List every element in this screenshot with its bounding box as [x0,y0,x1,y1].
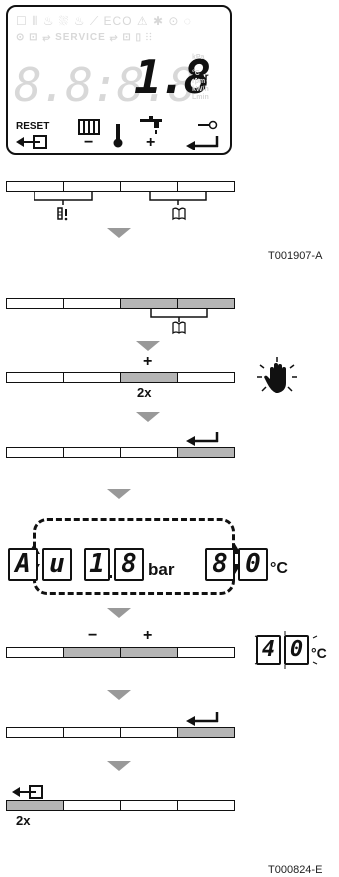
hand-press-icon [257,357,297,393]
keypad-row-7 [6,800,235,811]
reset-arrow-icon [12,785,43,799]
minus-label: − [88,627,98,644]
key-2[interactable] [63,447,121,458]
figure-code-2: T000824-E [268,864,323,876]
key-2[interactable] [63,372,121,383]
readout-digit-dec: 8 [114,548,144,581]
key-4[interactable] [177,372,235,383]
press-count: 2x [137,385,152,400]
enter-arrow-icon [186,712,219,726]
enter-arrow-icon [186,432,219,446]
plus-label: + [143,353,153,370]
key-2[interactable] [63,298,121,309]
temp-unit: °C [270,560,288,577]
adjust-temp-unit: °C [311,645,327,661]
ghost-units: kPa °C rpm kW/h Lmin [192,54,209,101]
key-3-pressed[interactable] [120,372,178,383]
reset-label: RESET [16,121,50,132]
thermometer-icon [113,124,123,148]
figure-code-1: T001907-A [268,250,323,262]
key-1[interactable] [6,298,64,309]
ghost-status-icons: ☐ ⦀ ♨ ⛆ ♨ ⟋ ECO ⚠ ✱ ⊙ ◌ [16,14,192,28]
key-3[interactable] [120,727,178,738]
key-4-pressed[interactable] [177,727,235,738]
step-arrow-7 [107,761,131,771]
display-panel [6,5,232,155]
readout-unit: bar [148,560,175,579]
key-2[interactable] [63,727,121,738]
readout-digit-int: 1 [84,548,110,581]
reset-arrow-icon [16,135,47,149]
keypad-combo-brackets [34,192,207,205]
key-1[interactable] [6,727,64,738]
ghost-status-row2: ⊙ ⊡ ⥂ SERVICE ⥂ ⊡ ▯ ⫶⫶ [16,32,153,43]
temp-digit-1: 8 [205,548,235,581]
step-arrow-2 [136,341,160,351]
radiator-icon [78,119,100,135]
keypad-row-2 [6,298,235,309]
key-3[interactable] [120,800,178,811]
plus-label: + [146,134,156,151]
keypad-row-1 [6,181,235,192]
key-1-pressed[interactable] [6,800,64,811]
step-arrow-5 [107,608,131,618]
key-4-pressed[interactable] [177,447,235,458]
key-2-pressed[interactable] [63,647,121,658]
step-arrow-1 [107,228,131,238]
pressure-value: 1.8 [134,50,211,104]
readout-char-2: u [42,548,72,581]
key-1[interactable] [6,372,64,383]
press-count: 2x [16,813,31,828]
key-3[interactable] [120,447,178,458]
key-4[interactable] [177,647,235,658]
key-1[interactable] [6,447,64,458]
adjust-temp-digit-1: 4 [256,635,281,665]
key-1[interactable] [6,647,64,658]
minus-label: − [84,134,94,151]
key-4[interactable] [177,181,235,192]
keypad-row-5 [6,647,235,658]
key-4-pressed[interactable] [177,298,235,309]
keypad-row-3 [6,372,235,383]
key-4[interactable] [177,800,235,811]
step-arrow-3 [136,412,160,422]
manual-book-icon [172,207,186,221]
adjust-temp-digit-2: 0 [284,635,309,665]
pressure-unit: bar [193,72,209,83]
keypad-row-4 [6,447,235,458]
combo-bracket [150,309,208,322]
key-icon [198,120,218,130]
key-2[interactable] [63,800,121,811]
enter-arrow-icon [186,136,219,150]
plus-label: + [143,627,153,644]
manual-book-icon [172,321,186,335]
step-arrow-6 [107,690,131,700]
step-arrow-4 [107,489,131,499]
keypad-row-6 [6,727,235,738]
key-3-pressed[interactable] [120,647,178,658]
decimal-point [109,575,112,578]
tap-icon [140,116,162,134]
readout-char-1: A [8,548,38,581]
chimney-sweep-icon [57,207,68,221]
temp-digit-2: 0 [238,548,268,581]
ghost-digits: 8.8:8.8 [14,58,196,112]
